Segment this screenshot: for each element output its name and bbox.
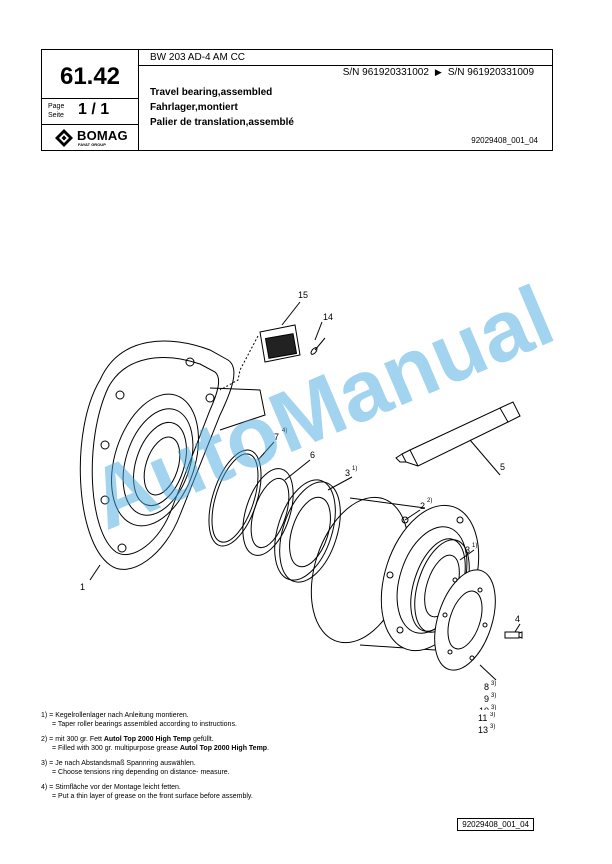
callout-10-note: 3) xyxy=(491,705,496,710)
taper-roller-bearing-1 xyxy=(274,479,341,583)
page-number: 61.42 xyxy=(59,63,121,90)
callout-2: 2 xyxy=(420,501,425,511)
callout-6: 6 xyxy=(310,450,315,460)
callout-4: 4 xyxy=(515,614,520,624)
callout-14: 14 xyxy=(323,312,333,322)
bomag-logo: BOMAG FAYAT GROUP xyxy=(55,128,135,148)
divider xyxy=(138,65,552,66)
cover-plate xyxy=(434,569,496,671)
bomag-diamond-icon xyxy=(55,129,73,147)
serial-range: S/N 961920331002▶S/N 961920331009 xyxy=(342,67,534,78)
callout-5: 5 xyxy=(500,462,505,472)
title-french: Palier de translation,assemblé xyxy=(150,117,294,128)
divider xyxy=(138,50,139,150)
footnotes: 1) = Kegelrollenlager nach Anleitung mon… xyxy=(41,711,269,807)
footnote-2: 2) = mit 300 gr. Fett Autol Top 2000 Hig… xyxy=(41,736,270,752)
flange-housing xyxy=(79,340,266,570)
divider xyxy=(42,124,138,125)
footer-drawing-number: 92029408_001_04 xyxy=(457,818,534,831)
type-plate xyxy=(219,324,301,391)
drawing-number: 92029408_001_04 xyxy=(471,136,538,145)
callout-group-lower: 11 3) 13 3) xyxy=(478,712,495,735)
callout-1: 1 xyxy=(80,582,85,592)
callout-15: 15 xyxy=(298,290,308,300)
callout-2-note: 2) xyxy=(427,498,432,504)
callout-8-note: 3) xyxy=(491,681,496,687)
title-german: Fahrlager,montiert xyxy=(150,102,238,113)
title-english: Travel bearing,assembled xyxy=(150,87,273,98)
page-label: Page Seite xyxy=(48,103,65,119)
callout-7-note: 4) xyxy=(282,428,287,434)
callout-7: 7 xyxy=(274,432,279,442)
grease-tube xyxy=(395,401,521,467)
arrow-right-icon: ▶ xyxy=(434,67,442,77)
callout-13: 13 xyxy=(478,725,488,735)
page-count: 1 / 1 xyxy=(78,101,110,118)
rivet xyxy=(310,337,326,355)
shaft-seal xyxy=(242,468,294,556)
callout-11-note: 3) xyxy=(490,712,495,718)
footnote-3: 3) = Je nach Abstandsmaß Spannring auswä… xyxy=(41,760,230,776)
title-block: 61.42 Page Seite 1 / 1 BOMAG FAYAT GROUP… xyxy=(41,49,553,151)
callout-9-note: 3) xyxy=(491,693,496,699)
callout-3b-note: 1) xyxy=(472,543,477,549)
callout-9: 9 xyxy=(484,694,489,704)
divider xyxy=(42,98,138,99)
callout-11: 11 xyxy=(478,713,487,723)
callout-3b: 3 xyxy=(465,545,470,555)
callout-3a: 3 xyxy=(345,468,350,478)
footnote-4: 4) = Stirnfläche vor der Montage leicht … xyxy=(41,784,253,800)
screw xyxy=(504,631,523,639)
callout-13-note: 3) xyxy=(490,724,495,730)
callout-8: 8 xyxy=(484,682,489,692)
callout-10: 10 xyxy=(479,706,489,710)
callout-3a-note: 1) xyxy=(352,466,357,472)
machine-model: BW 203 AD-4 AM CC xyxy=(150,52,246,63)
footnote-1: 1) = Kegelrollenlager nach Anleitung mon… xyxy=(41,712,237,728)
exploded-view-drawing: 15 14 7 4) 6 3 1) 5 2 2) 3 1) 4 1 8 3) 9… xyxy=(79,290,523,710)
